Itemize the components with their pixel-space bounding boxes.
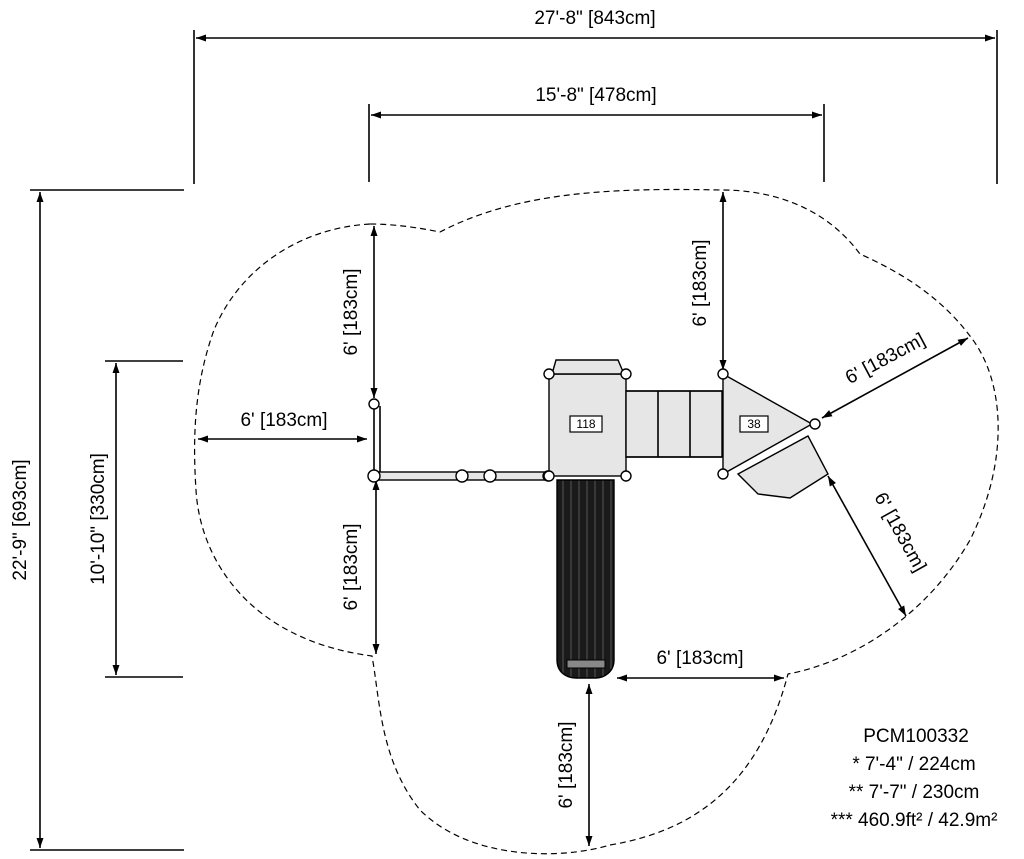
clearance-slide-side-label: 6' [183cm] [656,648,743,669]
use-zone-outline [193,188,999,855]
main-deck: 118 [543,359,632,482]
clearance-right-lower-label: 6' [183cm] [870,489,931,575]
overall-width-label: 27'-8" [843cm] [534,8,655,29]
clearance-right-lower-arrow [827,475,907,617]
main-deck-label: 118 [576,417,595,431]
bridge [625,390,723,458]
clearance-right-upper-arrow [821,337,969,419]
inner-depth-label: 10'-10" [330cm] [88,453,109,585]
clearance-right-upper-label: 6' [183cm] [842,329,929,388]
clearance-left-label: 6' [183cm] [240,410,327,431]
product-code: PCM100332 [863,726,969,747]
slide [556,479,615,679]
side-deck-label: 38 [747,417,761,431]
note-line-2: ** 7'-7" / 230cm [849,782,980,803]
clearance-slide-end-label: 6' [183cm] [556,721,577,808]
side-deck: 38 [717,368,821,480]
climber-ramp [736,435,829,499]
note-line-3: *** 460.9ft² / 42.9m² [831,810,998,831]
rail-assembly [367,398,554,483]
clearance-top-left-label: 6' [183cm] [341,268,362,355]
inner-width-label: 15'-8" [478cm] [535,85,656,106]
clearance-top-right-label: 6' [183cm] [690,239,711,326]
note-line-1: * 7'-4" / 224cm [852,754,975,775]
clearance-bottom-left-label: 6' [183cm] [341,523,362,610]
main-deck-label-box [569,415,603,433]
overall-depth-label: 22'-9" [693cm] [10,459,31,580]
side-deck-label-box [739,415,769,433]
